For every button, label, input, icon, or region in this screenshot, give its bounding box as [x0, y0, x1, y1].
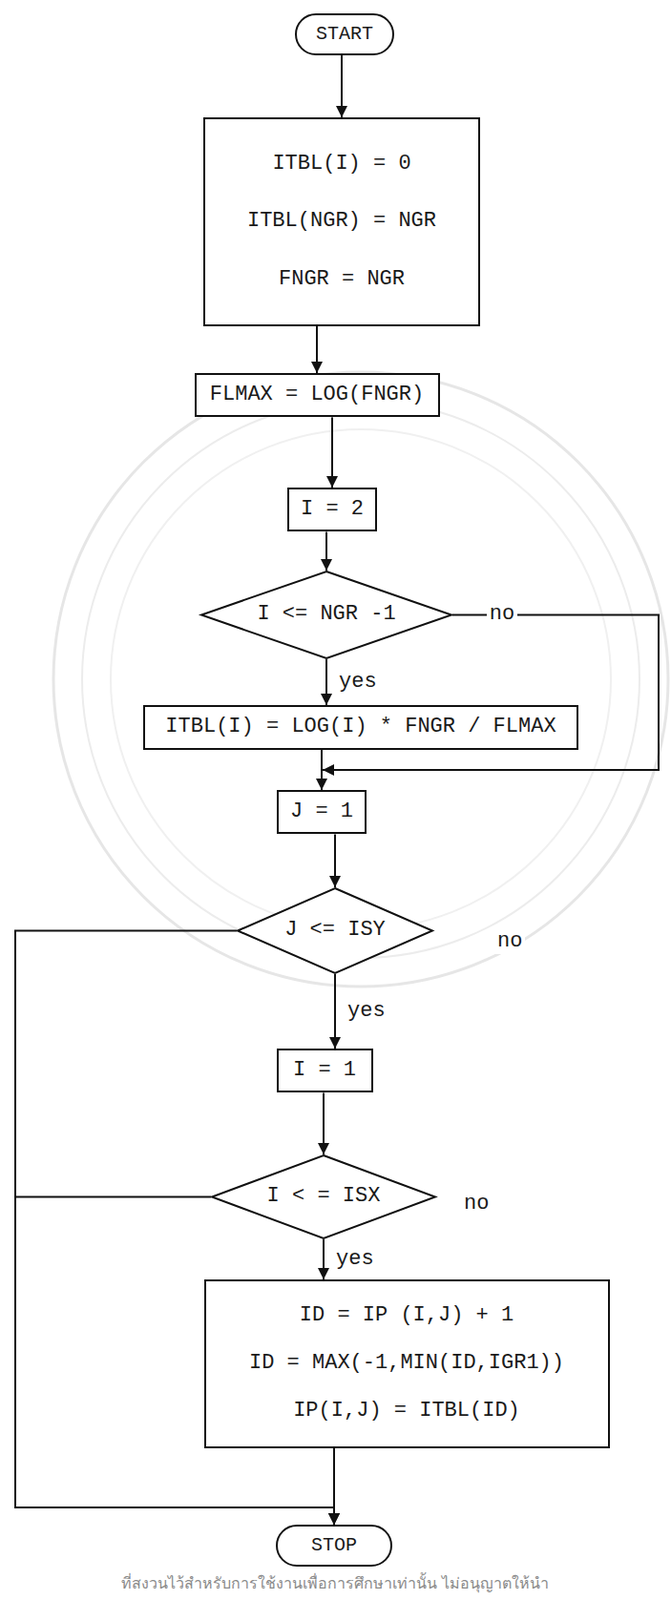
edge-label: yes — [335, 671, 380, 694]
text-holder: ITBL(I) = 0 ITBL(NGR) = NGR FNGR = NGR — [205, 119, 479, 325]
text-holder: I <= NGR -1 — [200, 570, 453, 660]
node-text: IP(I,J) = ITBL(ID) — [293, 1399, 521, 1425]
text-holder: STOP — [277, 1527, 391, 1566]
node-text: START — [315, 22, 374, 46]
decision-diamond: I <= NGR -1 — [200, 570, 453, 660]
node-text: I <= NGR -1 — [256, 602, 396, 628]
text-holder: J <= ISY — [236, 887, 434, 975]
edge-label: yes — [333, 1248, 378, 1272]
node-text: ITBL(I) = LOG(I) * FNGR / FLMAX — [165, 714, 556, 740]
node-text: ID = IP (I,J) + 1 — [299, 1303, 514, 1329]
flow-connector — [315, 326, 318, 374]
node-text: I = 1 — [293, 1058, 357, 1084]
node-text: ITBL(I) = 0 — [272, 151, 411, 177]
flow-connector — [340, 55, 343, 118]
process-box: J = 1 — [276, 790, 367, 835]
process-box: FLMAX = LOG(FNGR) — [194, 373, 441, 418]
text-holder: I < = ISX — [210, 1154, 437, 1240]
flow-connector — [320, 750, 323, 791]
terminal-box: START — [294, 13, 395, 56]
branch-label: no — [461, 1193, 492, 1217]
process-box: ID = IP (I,J) + 1 ID = MAX(-1,MIN(ID,IGR1… — [204, 1279, 610, 1449]
emblem-ring — [53, 372, 669, 987]
edge-label: yes — [344, 1000, 389, 1024]
text-holder: START — [296, 15, 393, 54]
node-text: I = 2 — [300, 497, 364, 523]
node-text: I < = ISX — [267, 1184, 381, 1210]
node-text: ITBL(NGR) = NGR — [247, 209, 437, 234]
flow-connector — [322, 1239, 325, 1280]
flow-connector — [325, 531, 328, 571]
node-text: ID = MAX(-1,MIN(ID,IGR1)) — [249, 1351, 565, 1377]
flow-connector — [322, 1092, 325, 1155]
process-box: I = 1 — [276, 1048, 374, 1093]
text-holder: I = 1 — [278, 1050, 372, 1091]
emblem-ring — [110, 429, 611, 930]
flow-connector — [331, 417, 334, 488]
process-box: I = 2 — [287, 487, 378, 532]
text-holder: ID = IP (I,J) + 1 ID = MAX(-1,MIN(ID,IGR1… — [206, 1281, 609, 1447]
diamond-shape — [211, 1155, 436, 1239]
process-box: ITBL(I) = 0 ITBL(NGR) = NGR FNGR = NGR — [203, 117, 481, 327]
diamond-shape — [237, 888, 433, 974]
flow-connector — [325, 659, 328, 706]
node-text: FNGR = NGR — [278, 267, 405, 293]
decision-diamond: J <= ISY — [236, 887, 434, 975]
diamond-shape — [201, 571, 452, 659]
watermark-text: ที่สงวนไว้สำหรับการใช้งานเพื่อการศึกษาเท… — [118, 1575, 552, 1594]
decision-diamond: I < = ISX — [210, 1154, 437, 1240]
node-text: FLMAX = LOG(FNGR) — [209, 382, 424, 408]
text-holder: J = 1 — [278, 792, 365, 833]
branch-label: no — [494, 930, 525, 954]
emblem-ring — [82, 400, 640, 959]
node-text: J <= ISY — [284, 918, 386, 944]
node-text: STOP — [311, 1534, 357, 1558]
text-holder: FLMAX = LOG(FNGR) — [196, 375, 439, 416]
edge-label: no — [486, 603, 518, 627]
flow-connector — [334, 834, 336, 888]
flow-connector — [334, 974, 336, 1049]
process-box: ITBL(I) = LOG(I) * FNGR / FLMAX — [143, 705, 579, 751]
node-text: J = 1 — [290, 799, 354, 825]
text-holder: ITBL(I) = LOG(I) * FNGR / FLMAX — [145, 707, 577, 749]
terminal-box: STOP — [275, 1525, 393, 1568]
text-holder: I = 2 — [289, 489, 376, 530]
